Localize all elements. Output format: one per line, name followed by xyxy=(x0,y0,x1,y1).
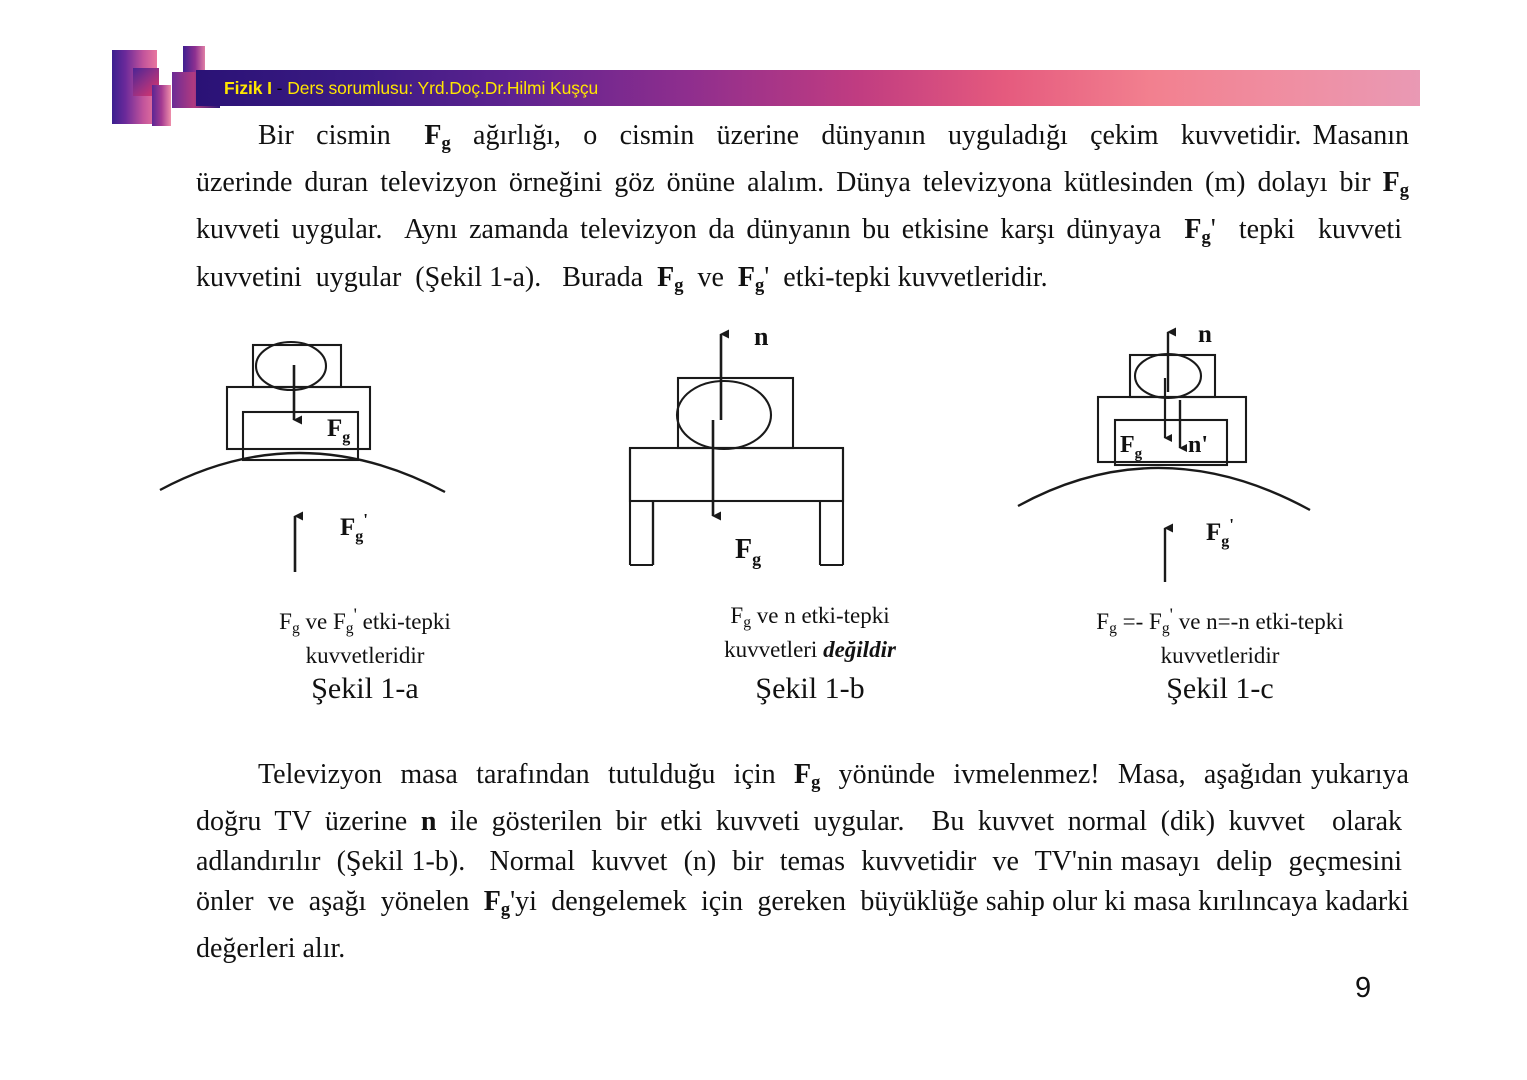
header-title-bar xyxy=(196,70,1420,106)
label-n-prime-c: n' xyxy=(1188,432,1208,458)
figure-b-caption: Fg ve n etki-tepki kuvvetleri değildir xyxy=(600,602,1020,663)
decoration-block-narrow-mid xyxy=(152,85,171,126)
caption-c-line1: Fg =- Fg' ve n=-n etki-tepki xyxy=(1096,605,1344,638)
caption-b-line1: Fg ve n etki-tepki xyxy=(730,603,890,631)
figure-a-label: Şekil 1-a xyxy=(311,672,419,705)
figure-c-caption: Fg =- Fg' ve n=-n etki-tepki kuvvetlerid… xyxy=(1010,602,1430,669)
figure-c-label: Şekil 1-c xyxy=(1166,672,1274,705)
caption-a-line1: Fg ve Fg' etki-tepki xyxy=(279,605,451,638)
label-fg-prime-c: Fg' xyxy=(1206,515,1234,550)
figures-row: Fg Fg' Fg ve Fg' etki-tepki kuvvetleridi… xyxy=(0,320,1527,720)
header-course-label: Fizik I xyxy=(224,78,272,98)
figure-b-drawing: n Fg xyxy=(628,322,845,569)
figure-sekil-1b: n Fg Fg ve n etki-tepki kuvvetleri değil… xyxy=(600,320,1020,720)
figure-sekil-1c: Fg n' n Fg' Fg =- Fg' ve n=-n etki-tepki… xyxy=(1010,320,1430,720)
figure-sekil-1a: Fg Fg' Fg ve Fg' etki-tepki kuvvetleridi… xyxy=(155,320,575,720)
caption-b-emphasis: değildir xyxy=(823,636,896,662)
page-number: 9 xyxy=(1355,972,1372,1004)
label-n-b: n xyxy=(754,322,769,351)
caption-c-line2: kuvvetleridir xyxy=(1160,643,1280,669)
label-fg-prime-a: Fg' xyxy=(340,510,368,545)
label-fg-b: Fg xyxy=(735,534,761,569)
figure-b-label: Şekil 1-b xyxy=(755,672,865,705)
explanation-paragraph: Televizyon masa tarafından tutulduğu içi… xyxy=(196,759,1410,965)
figure-c-drawing: Fg n' n Fg' xyxy=(1017,321,1311,582)
header-instructor-label: Ders sorumlusu: Yrd.Doç.Dr.Hilmi Kuşçu xyxy=(287,78,599,98)
caption-b-line2: kuvvetleri değildir xyxy=(724,636,896,662)
header-separator: - xyxy=(271,78,288,98)
label-n-c: n xyxy=(1198,321,1212,348)
intro-paragraph: Bir cismin Fg ağırlığı, o cismin üzerine… xyxy=(196,120,1409,295)
caption-a-line2: kuvvetleridir xyxy=(305,643,425,669)
header-title-text: Fizik I - Ders sorumlusu: Yrd.Doç.Dr.Hil… xyxy=(224,75,598,101)
figure-a-caption: Fg ve Fg' etki-tepki kuvvetleridir xyxy=(155,602,575,669)
label-fg-c: Fg xyxy=(1120,432,1143,462)
label-fg-a: Fg xyxy=(327,415,350,446)
figure-a-drawing: Fg Fg' xyxy=(159,340,446,572)
slide-header: Fizik I - Ders sorumlusu: Yrd.Doç.Dr.Hil… xyxy=(0,0,1527,140)
